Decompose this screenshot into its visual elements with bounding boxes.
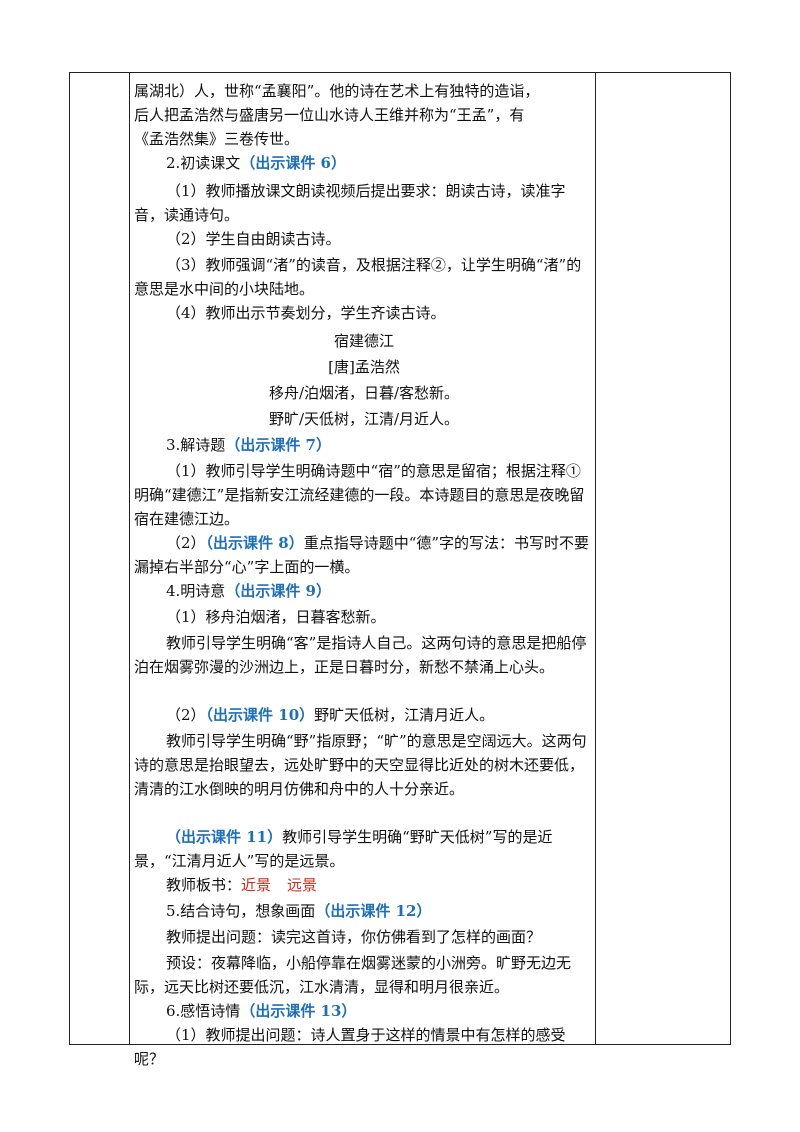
section-4-item-1-title: （1）移舟泊烟渚，日暮客愁新。 xyxy=(166,608,386,626)
section-6-item-1: （1）教师提出问题：诗人置身于这样的情景中有怎样的感受呢？ xyxy=(134,1026,566,1068)
lesson-table: 属湖北）人，世称“孟襄阳”。他的诗在艺术上有独特的造诣， 后人把孟浩然与盛唐另一… xyxy=(69,72,731,1068)
column-divider-right xyxy=(595,73,596,1044)
section-4-heading: 4.明诗意（出示课件 9） xyxy=(134,579,594,603)
section-2-title: 2.初读课文 xyxy=(166,154,241,172)
section-4-item-2-text: 教师引导学生明确“野”指原野；“旷”的意思是空阔远大。这两句诗的意思是抬眼望去，… xyxy=(134,732,587,798)
column-divider-left xyxy=(129,73,130,1044)
section-3-item-1: （1）教师引导学生明确诗题中“宿”的意思是留宿；根据注释①明确“建德江”是指新安… xyxy=(134,462,585,528)
section-2-item-3: （3）教师强调“渚”的读音，及根据注释②，让学生明确“渚”的意思是水中间的小块陆… xyxy=(134,256,582,298)
intro-line-3: 《孟浩然集》三卷传世。 xyxy=(134,130,300,148)
section-5-question: 教师提出问题：读完这首诗，你仿佛看到了怎样的画面？ xyxy=(166,928,542,946)
section-3-heading: 3.解诗题（出示课件 7） xyxy=(134,433,594,457)
poem-title: 宿建德江 xyxy=(333,332,394,350)
intro-line-2: 后人把孟浩然与盛唐另一位山水诗人王维并称为“王孟”，有 xyxy=(134,106,525,124)
section-4-item-2-verse: 野旷天低树，江清月近人。 xyxy=(314,706,495,724)
section-4-item-3-text: 教师引导学生明确“野旷天低树”写的是近景，“江清月近人”写的是远景。 xyxy=(134,828,553,870)
board-far-view: 远景 xyxy=(287,876,318,894)
section-4-item-1-text: 教师引导学生明确“客”是指诗人自己。这两句诗的意思是把船停泊在烟雾弥漫的沙洲边上… xyxy=(134,634,587,676)
section-2-item-2: （2）学生自由朗读古诗。 xyxy=(166,230,341,248)
section-3-item-2-text: 重点指导诗题中“德”字的写法：书写时不要漏掉右半部分“心”字上面的一横。 xyxy=(134,534,590,576)
section-2-item-4: （4）教师出示节奏划分，学生齐读古诗。 xyxy=(166,304,446,322)
section-4-item-2-number: （2） xyxy=(166,706,206,724)
courseware-tag-11: （出示课件 11） xyxy=(166,828,283,846)
section-3-title: 3.解诗题 xyxy=(166,436,226,454)
section-3-item-2-number: （2） xyxy=(166,534,206,552)
section-6-title: 6.感悟诗情 xyxy=(166,1002,241,1020)
poem-author: [唐]孟浩然 xyxy=(328,358,400,376)
poem-line-2: 野旷/天低树，江清/月近人。 xyxy=(268,410,460,428)
board-near-view: 近景 xyxy=(241,876,272,894)
section-4-item-2-title: （2）（出示课件 10）野旷天低树，江清月近人。 xyxy=(134,703,594,727)
section-6-heading: 6.感悟诗情（出示课件 13） xyxy=(134,999,594,1023)
intro-line-1: 属湖北）人，世称“孟襄阳”。他的诗在艺术上有独特的造诣， xyxy=(134,82,540,100)
section-5-answer: 预设：夜幕降临，小船停靠在烟雾迷蒙的小洲旁。旷野无边无际，远天比树还要低沉，江水… xyxy=(134,954,572,996)
courseware-tag-7: （出示课件 7） xyxy=(225,436,331,454)
section-5-title: 5.结合诗句，想象画面 xyxy=(166,902,316,920)
courseware-tag-12: （出示课件 12） xyxy=(315,902,432,920)
section-4-item-3: （出示课件 11）教师引导学生明确“野旷天低树”写的是近景，“江清月近人”写的是… xyxy=(134,825,594,873)
courseware-tag-13: （出示课件 13） xyxy=(240,1002,357,1020)
courseware-tag-10: （出示课件 10） xyxy=(205,706,315,724)
section-5-heading: 5.结合诗句，想象画面（出示课件 12） xyxy=(134,899,594,923)
section-4-title: 4.明诗意 xyxy=(166,582,226,600)
courseware-tag-9: （出示课件 9） xyxy=(225,582,331,600)
section-2-item-1: （1）教师播放课文朗读视频后提出要求：朗读古诗，读准字音，读通诗句。 xyxy=(134,182,566,224)
board-writing-label: 教师板书： xyxy=(166,876,242,894)
courseware-tag-8: （出示课件 8） xyxy=(205,534,304,552)
poem-line-1: 移舟/泊烟渚，日暮/客愁新。 xyxy=(268,384,460,402)
board-writing: 教师板书：近景远景 xyxy=(134,873,594,897)
section-3-item-2: （2）（出示课件 8）重点指导诗题中“德”字的写法：书写时不要漏掉右半部分“心”… xyxy=(134,531,594,579)
courseware-tag-6: （出示课件 6） xyxy=(240,154,346,172)
section-2-heading: 2.初读课文（出示课件 6） xyxy=(134,151,594,175)
